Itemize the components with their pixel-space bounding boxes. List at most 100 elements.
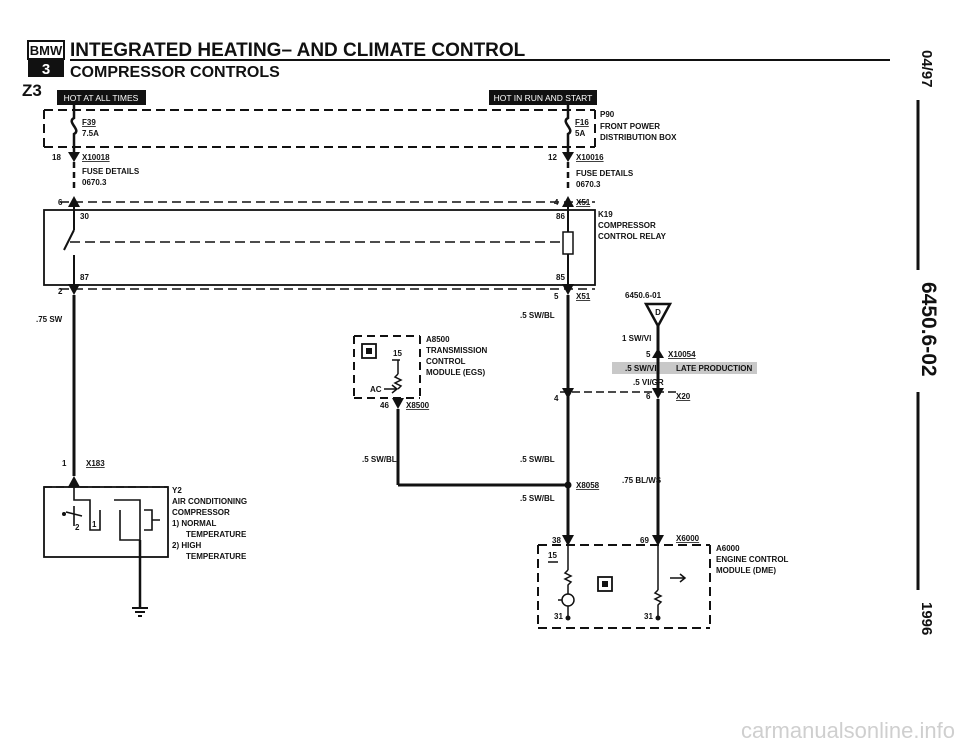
dme-pin31a: 31 bbox=[554, 612, 563, 621]
pin-6b: 6 bbox=[646, 392, 651, 401]
y2-pos1: 1 bbox=[92, 520, 97, 529]
hot-at-all-times-label: HOT AT ALL TIMES bbox=[64, 93, 139, 103]
pin-4b: 4 bbox=[554, 394, 559, 403]
x51-label: X51 bbox=[576, 198, 591, 207]
y2-note1: 1) NORMAL bbox=[172, 519, 217, 528]
pin-18: 18 bbox=[52, 153, 61, 162]
fuse-f16-icon bbox=[564, 105, 572, 152]
dme-pin31a-dot bbox=[565, 615, 571, 621]
dme-pin31b-dot bbox=[655, 615, 661, 621]
p90-distribution-box bbox=[43, 109, 596, 148]
y2-switch-contact-icon bbox=[62, 512, 66, 516]
pin-5b: 5 bbox=[646, 350, 651, 359]
late-production-label: LATE PRODUCTION bbox=[676, 364, 753, 373]
y2-code: Y2 bbox=[172, 486, 182, 495]
p90-code: P90 bbox=[600, 110, 615, 119]
a6000-name1: ENGINE CONTROL bbox=[716, 555, 789, 564]
hot-in-run-bar bbox=[489, 90, 597, 105]
ground-icon bbox=[132, 607, 148, 617]
p90-name1: FRONT POWER bbox=[600, 122, 660, 131]
a6000-code: A6000 bbox=[716, 544, 740, 553]
wire-75sw-label: .75 SW bbox=[36, 315, 63, 324]
model-badge: 3 bbox=[28, 60, 64, 78]
side-year: 1996 bbox=[918, 602, 935, 635]
pin-6: 6 bbox=[58, 198, 63, 207]
dme-resistor-left-icon bbox=[563, 569, 573, 594]
p90-name2: DISTRIBUTION BOX bbox=[600, 133, 677, 142]
fuse-f39-icon bbox=[70, 105, 78, 152]
f16-label: F16 bbox=[575, 118, 589, 127]
k19-name2: CONTROL RELAY bbox=[598, 232, 667, 241]
pin-46-icon bbox=[392, 398, 404, 409]
y2-compressor-box bbox=[43, 486, 169, 558]
dme-input-arrow-icon bbox=[670, 573, 687, 583]
a8500-resistor-icon bbox=[393, 373, 403, 390]
pin-6-icon bbox=[68, 196, 80, 207]
k19-relay-box bbox=[43, 209, 596, 286]
dme-transistor-icon bbox=[561, 593, 575, 607]
side-date: 04/97 bbox=[918, 50, 935, 88]
ref-6450-label: 6450.6-01 bbox=[625, 291, 662, 300]
pin-5-icon bbox=[562, 284, 574, 295]
a8500-chip-icon bbox=[366, 348, 372, 354]
hot-at-all-times-bar bbox=[57, 90, 146, 105]
a6000-name2: MODULE (DME) bbox=[716, 566, 776, 575]
y2-thermo-switch-icon bbox=[65, 506, 83, 526]
x8058-label: X8058 bbox=[576, 481, 600, 490]
k19-code: K19 bbox=[598, 210, 613, 219]
y2-pos2: 2 bbox=[75, 523, 80, 532]
svg-text:04/97: 04/97 bbox=[918, 50, 935, 88]
connector-x10054-icon bbox=[652, 348, 664, 358]
relay-pin-86: 86 bbox=[556, 212, 565, 221]
connector-x10016-label: X10016 bbox=[576, 153, 604, 162]
y2-name1: AIR CONDITIONING bbox=[172, 497, 247, 506]
y2-clutch-plate-icon bbox=[144, 509, 160, 531]
bmw-logo: BMW bbox=[27, 40, 65, 60]
a8500-ac-arrow-icon bbox=[384, 384, 399, 394]
pin-46: 46 bbox=[380, 401, 389, 410]
splice-x8058-icon bbox=[564, 481, 572, 489]
page-subtitle: COMPRESSOR CONTROLS bbox=[70, 64, 280, 81]
dme-pin31b: 31 bbox=[644, 612, 653, 621]
a8500-name3: MODULE (EGS) bbox=[426, 368, 485, 377]
a8500-code: A8500 bbox=[426, 335, 450, 344]
wire-5swvi-label: .5 SW/VI bbox=[625, 364, 657, 373]
pin-69: 69 bbox=[640, 536, 649, 545]
ref-arrow-icon bbox=[643, 302, 673, 329]
y2-switch-wire bbox=[73, 487, 101, 531]
relay-pin-85: 85 bbox=[556, 273, 565, 282]
y2-name2: COMPRESSOR bbox=[172, 508, 230, 517]
side-page-ref: 6450.6-02 bbox=[917, 282, 940, 377]
wire-75blws-label: .75 BL/WS bbox=[622, 476, 662, 485]
a8500-ac: AC bbox=[370, 385, 382, 394]
connector-x10018-label: X10018 bbox=[82, 153, 110, 162]
fuse-ref-left: 0670.3 bbox=[82, 178, 107, 187]
pin-4b-icon bbox=[562, 388, 574, 399]
wire-5vigr-label: .5 VI/GR bbox=[633, 378, 664, 387]
y2-clutch-coil-icon bbox=[114, 499, 141, 541]
f16-rating: 5A bbox=[575, 129, 585, 138]
pin-1: 1 bbox=[62, 459, 67, 468]
late-production-shading bbox=[612, 362, 757, 374]
page-title: INTEGRATED HEATING– AND CLIMATE CONTROL bbox=[70, 40, 526, 61]
footer-watermark: carmanualsonline.info bbox=[741, 718, 955, 743]
a8500-name1: TRANSMISSION bbox=[426, 346, 488, 355]
a8500-name2: CONTROL bbox=[426, 357, 466, 366]
hot-in-run-label: HOT IN RUN AND START bbox=[494, 93, 593, 103]
f39-rating: 7.5A bbox=[82, 129, 99, 138]
logo-text: BMW bbox=[30, 43, 63, 58]
connector-x10016-icon bbox=[562, 152, 574, 162]
wire-5swbl-left-label: .5 SW/BL bbox=[362, 455, 397, 464]
model-name: Z3 bbox=[22, 81, 42, 100]
dme-pin15: 15 bbox=[548, 551, 557, 560]
pin-38: 38 bbox=[552, 536, 561, 545]
a8500-module-box bbox=[353, 335, 421, 399]
x6000-label: X6000 bbox=[676, 534, 700, 543]
wire-1swvi-label: 1 SW/VI bbox=[622, 334, 651, 343]
svg-text:1996: 1996 bbox=[918, 602, 935, 635]
fuse-ref-right: 0670.3 bbox=[576, 180, 601, 189]
relay-coil-icon bbox=[562, 231, 574, 255]
svg-text:6450.6-02: 6450.6-02 bbox=[917, 282, 940, 377]
pin-38-icon bbox=[562, 535, 574, 546]
